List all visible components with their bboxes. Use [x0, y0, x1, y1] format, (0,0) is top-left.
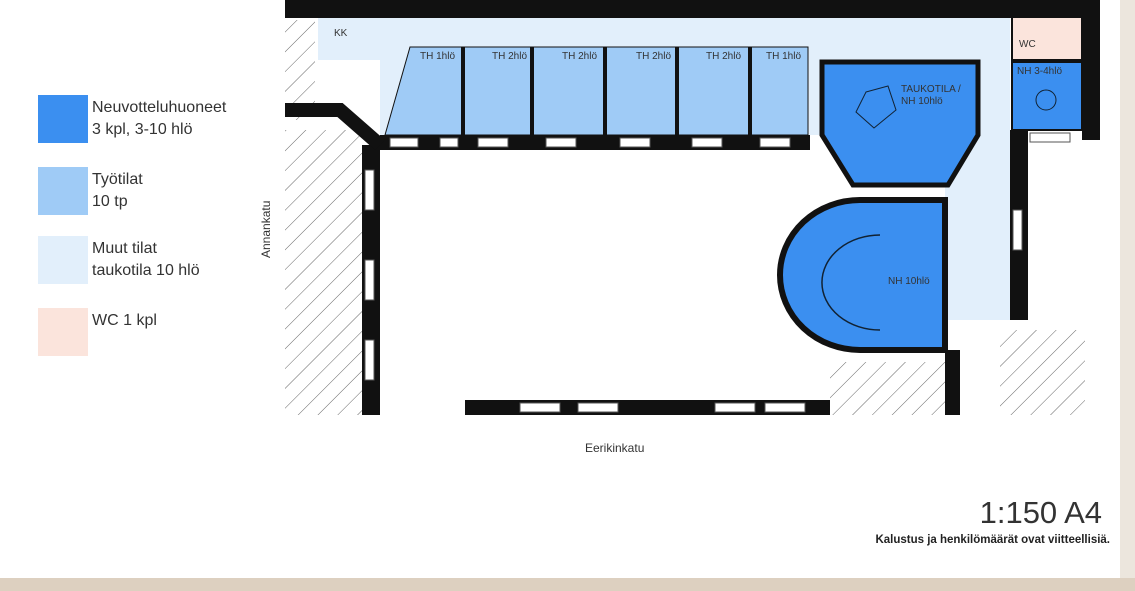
wall-corner: [285, 103, 385, 151]
legend-swatch: [38, 308, 88, 356]
room-label-work: TH 2hlö: [636, 51, 671, 62]
room-label-work: TH 2hlö: [492, 51, 527, 62]
legend-sublabel: 3 kpl, 3-10 hlö: [92, 121, 193, 138]
hatched-area-left: [285, 130, 363, 415]
room-label-taukotila: TAUKOTILA /: [901, 84, 961, 95]
room-label-work: TH 2hlö: [562, 51, 597, 62]
scale-label: 1:150 A4: [979, 495, 1102, 530]
table-icon: [855, 85, 897, 129]
legend-item-wc: WC 1 kpl: [38, 308, 157, 356]
legend-label: WC 1 kpl: [92, 312, 157, 329]
street-label-eerikinkatu: Eerikinkatu: [585, 441, 644, 455]
legend-label: Työtilat: [92, 171, 143, 188]
room-label-nh-10: NH 10hlö: [888, 276, 930, 287]
conference-table-icon: [821, 234, 881, 331]
bottom-strip: [0, 578, 1135, 591]
legend-label: Neuvotteluhuoneet: [92, 99, 227, 116]
room-label-taukotila-capacity: NH 10hlö: [901, 96, 943, 107]
room-wc: [1011, 14, 1083, 61]
room-taukotila: [819, 59, 981, 188]
room-nh-10: [777, 197, 948, 353]
wall-stair: [945, 350, 960, 415]
round-table-icon: [1035, 89, 1057, 111]
room-label-work: TH 1hlö: [420, 51, 455, 62]
legend-item-workspaces: Työtilat 10 tp: [38, 167, 143, 215]
disclaimer-note: Kalustus ja henkilömäärät ovat viitteell…: [875, 534, 1110, 546]
wall-top: [285, 0, 1100, 18]
legend-sublabel: taukotila 10 hlö: [92, 262, 200, 279]
legend-swatch: [38, 95, 88, 143]
legend-item-meeting-rooms: Neuvotteluhuoneet 3 kpl, 3-10 hlö: [38, 95, 226, 143]
wall-right: [1082, 0, 1100, 140]
room-label-work: TH 2hlö: [706, 51, 741, 62]
legend-swatch: [38, 236, 88, 284]
page-border: [1120, 0, 1135, 591]
legend-item-other-spaces: Muut tilat taukotila 10 hlö: [38, 236, 200, 284]
room-label-wc: WC: [1019, 39, 1036, 50]
hatched-area-bottom: [830, 362, 945, 415]
legend-sublabel: 10 tp: [92, 193, 128, 210]
room-label-kk: KK: [334, 28, 348, 39]
room-label-nh-3-4: NH 3-4hlö: [1017, 66, 1062, 77]
stairs-area: [1000, 330, 1085, 415]
street-label-annankatu: Annankatu: [259, 201, 273, 258]
room-label-work: TH 1hlö: [766, 51, 801, 62]
legend-label: Muut tilat: [92, 240, 157, 257]
legend-swatch: [38, 167, 88, 215]
